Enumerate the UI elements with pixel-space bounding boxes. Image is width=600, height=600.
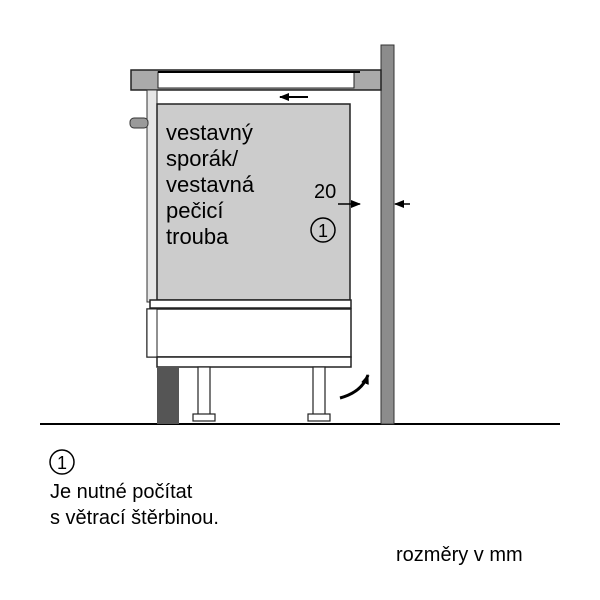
ventilation-curved-arrow	[339, 374, 370, 400]
callout-circle	[310, 217, 336, 243]
foot-left-pad	[192, 413, 216, 422]
side-wall	[380, 44, 395, 425]
appliance-label-line5: trouba	[166, 224, 229, 249]
hob-top	[157, 71, 355, 89]
note-line-2: s větrací štěrbinou.	[50, 507, 219, 529]
note-marker: 1	[57, 453, 67, 473]
drawer-front	[146, 308, 158, 358]
oven-shelf	[149, 299, 352, 309]
callout-marker: 1	[318, 221, 328, 241]
drawer	[146, 308, 352, 358]
appliance-label-line2: sporák/	[166, 146, 239, 171]
appliance-label-line4: pečicí	[166, 198, 223, 223]
knob	[129, 117, 149, 129]
gap-dimension-value: 20	[314, 181, 336, 203]
note-marker-circle	[49, 449, 75, 475]
foot-right	[312, 366, 326, 416]
foot-left	[197, 366, 211, 416]
plinth	[157, 367, 179, 424]
cabinet-front-panel	[146, 89, 158, 303]
appliance-label-line3: vestavná	[166, 172, 255, 197]
units-note: rozměry v mm	[396, 544, 523, 566]
note-line-1: Je nutné počítat	[50, 481, 193, 503]
base-board	[156, 356, 352, 368]
oven-body	[156, 103, 351, 301]
foot-right-pad	[307, 413, 331, 422]
appliance-label-line1: vestavný	[166, 120, 253, 145]
